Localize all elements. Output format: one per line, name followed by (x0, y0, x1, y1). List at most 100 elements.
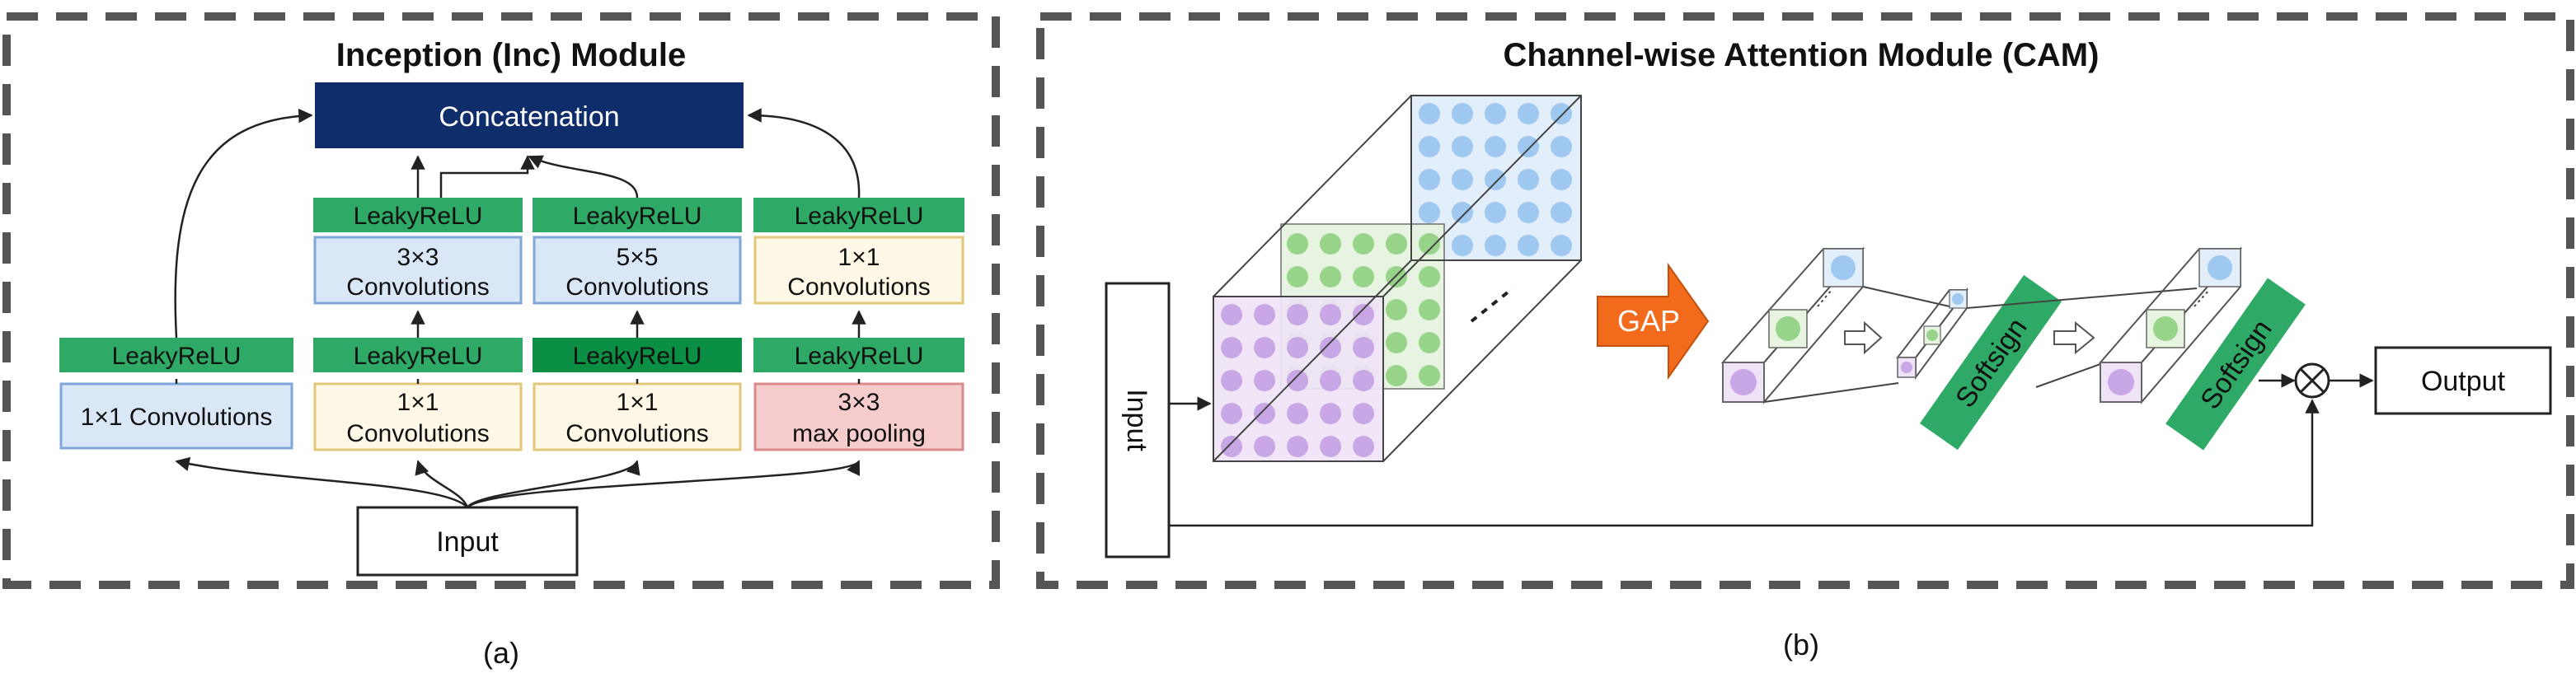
green-channel-dot (1386, 233, 1407, 255)
concatenation-label: Concatenation (439, 101, 619, 133)
branch2-conv-3x3: 3×3 Convolutions (313, 236, 523, 305)
excite-lines (1966, 287, 2198, 388)
branch1-conv-label: 1×1 Convolutions (81, 404, 273, 431)
green-channel-dot (1386, 266, 1407, 287)
branch4-max-pooling: 3×3 max pooling (753, 382, 964, 451)
purple-channel-dot (1320, 436, 1341, 457)
gap-arrow: GAP (1597, 262, 1710, 381)
purple-channel-dot (1320, 304, 1341, 325)
blue-channel-dot (1551, 103, 1572, 124)
channel-vector-3 (2098, 246, 2243, 404)
purple-channel-dot (1254, 436, 1275, 457)
softsign-2: Softsign (2165, 278, 2306, 451)
branch3-conv-5x5-line2: Convolutions (565, 273, 708, 301)
branch3-leaky-relu-bottom-label: LeakyReLU (573, 343, 702, 370)
purple-channel-dot (1254, 304, 1275, 325)
channel-vector-1 (1720, 246, 1865, 404)
hollow-arrow-2 (2053, 320, 2095, 355)
branch4-conv-1x1: 1×1 Convolutions (753, 236, 964, 305)
panel-a-caption: (a) (483, 636, 519, 670)
hollow-arrow-1 (1844, 320, 1883, 355)
squeeze-lines (1763, 286, 1950, 403)
branch3-conv-1x1-line1: 1×1 (617, 389, 659, 416)
blue-channel-dot (1551, 202, 1572, 223)
ellipsis-dashes (1470, 287, 1514, 323)
branch4-leaky-relu-top-label: LeakyReLU (795, 203, 924, 230)
purple-channel-dot (1287, 337, 1308, 358)
branch2-conv-3x3-line1: 3×3 (397, 244, 439, 271)
green-channel-dot (1287, 266, 1308, 287)
purple-channel-dot (1320, 403, 1341, 424)
panel-b-input-label: Input (1121, 389, 1152, 451)
branch2-leaky-relu-top: LeakyReLU (313, 198, 523, 232)
green-channel-dot (1320, 266, 1341, 287)
blue-channel-dot (1452, 235, 1473, 256)
panel-a-title: Inception (Inc) Module (336, 37, 686, 73)
blue-channel-dot (1551, 169, 1572, 190)
blue-channel-dot (1419, 169, 1440, 190)
purple-channel-dot (1254, 403, 1275, 424)
branch3-conv-5x5-line1: 5×5 (617, 244, 659, 271)
purple-channel-dot (1254, 337, 1275, 358)
green-channel-dot (1353, 266, 1374, 287)
purple-channel-dot (1353, 337, 1374, 358)
purple-channel-dot (1353, 370, 1374, 391)
blue-channel-dot (1518, 169, 1539, 190)
panel-a-connectors (174, 108, 866, 508)
green-channel-dot (1353, 233, 1374, 255)
green-channel-dot (1320, 233, 1341, 255)
branch3-conv-1x1-line2: Convolutions (565, 420, 708, 447)
blue-channel-dot (1551, 235, 1572, 256)
branch2-conv-1x1-line1: 1×1 (397, 389, 439, 416)
green-channel-dot (1386, 299, 1407, 320)
purple-channel-dot (1320, 370, 1341, 391)
branch4-pool-line2: max pooling (792, 420, 926, 447)
panel-b-output: Output (2374, 346, 2552, 415)
branch1-leaky-relu: LeakyReLU (59, 338, 293, 372)
blue-channel-dot (1485, 169, 1506, 190)
panel-b-title: Channel-wise Attention Module (CAM) (1504, 37, 2100, 73)
branch2-conv-3x3-line2: Convolutions (346, 273, 489, 301)
purple-channel-dot (1320, 337, 1341, 358)
green-channel-dot (1419, 299, 1440, 320)
purple-channel-dot (1287, 370, 1308, 391)
blue-channel-dot (1485, 136, 1506, 157)
branch1-conv-1x1: 1×1 Convolutions (59, 382, 293, 450)
panel-b-output-label: Output (2421, 366, 2506, 397)
branch2-leaky-relu-bottom: LeakyReLU (313, 338, 523, 372)
blue-channel-dot (1419, 136, 1440, 157)
blue-channel-dot (1452, 169, 1473, 190)
panel-b-connectors (1169, 373, 2374, 527)
panel-b-input: Input (1105, 282, 1171, 558)
branch2-conv-1x1-line2: Convolutions (346, 420, 489, 447)
branch4-leaky-relu-bottom: LeakyReLU (753, 338, 964, 372)
purple-channel-dot (1287, 304, 1308, 325)
purple-channel-dot (1353, 403, 1374, 424)
green-channel-dot (1419, 365, 1440, 386)
branch4-conv-1x1-line2: Convolutions (787, 273, 930, 301)
blue-channel-dot (1419, 202, 1440, 223)
blue-channel-dot (1419, 103, 1440, 124)
panel-a-input: Input (356, 506, 579, 577)
branch4-conv-1x1-line1: 1×1 (838, 244, 880, 271)
purple-channel-dot (1221, 403, 1242, 424)
panel-b-caption: (b) (1783, 628, 1819, 661)
green-channel-dot (1419, 332, 1440, 353)
panel-b-border (1036, 12, 2574, 589)
green-channel-dot (1386, 332, 1407, 353)
blue-channel-dot (1518, 235, 1539, 256)
branch3-leaky-relu-top: LeakyReLU (533, 198, 742, 232)
panel-a-input-label: Input (436, 526, 499, 558)
purple-channel-dot (1221, 337, 1242, 358)
blue-channel-dot (1518, 202, 1539, 223)
blue-channel-dot (1551, 136, 1572, 157)
blue-channel-dot (1452, 202, 1473, 223)
blue-channel-dot (1485, 103, 1506, 124)
branch2-leaky-relu-top-label: LeakyReLU (354, 203, 483, 230)
green-channel-dot (1386, 365, 1407, 386)
branch1-leaky-relu-label: LeakyReLU (112, 343, 242, 370)
panel-a-border (2, 12, 1000, 589)
purple-channel-dot (1287, 436, 1308, 457)
gap-label: GAP (1617, 304, 1680, 338)
